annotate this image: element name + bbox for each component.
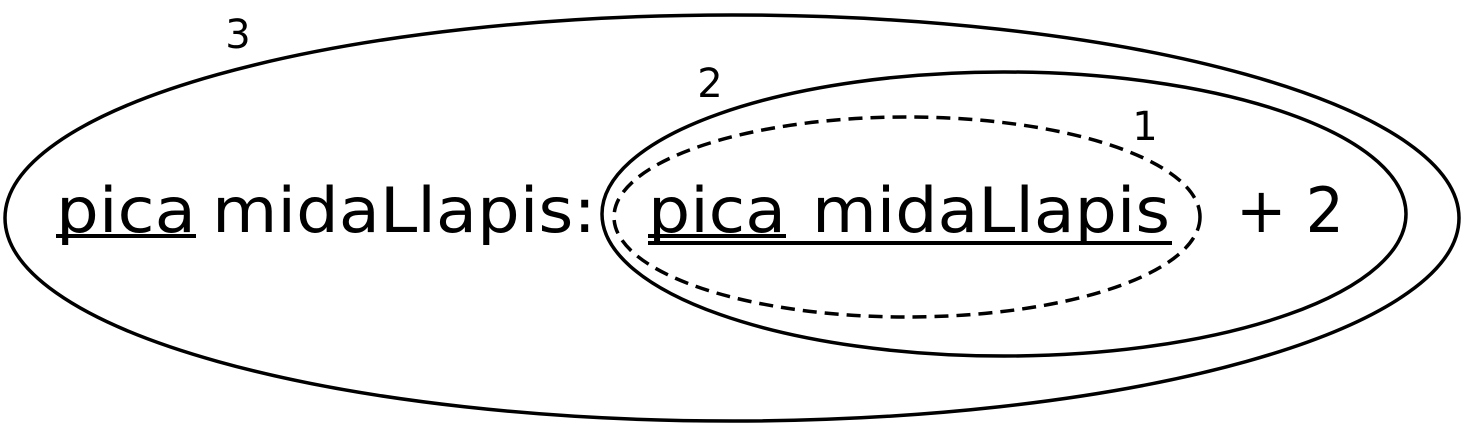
inner-unary-message: midaLlapis <box>812 174 1170 247</box>
binary-operator-expression: + 2 <box>1236 174 1344 247</box>
ellipse-middle <box>600 70 1408 358</box>
label-innermost: 1 <box>1132 104 1157 150</box>
ellipse-outermost <box>3 13 1461 423</box>
label-outermost: 3 <box>225 12 250 58</box>
label-middle: 2 <box>697 61 722 107</box>
ellipse-innermost <box>612 115 1202 319</box>
outer-keyword-message: midaLlapis: <box>212 174 596 247</box>
